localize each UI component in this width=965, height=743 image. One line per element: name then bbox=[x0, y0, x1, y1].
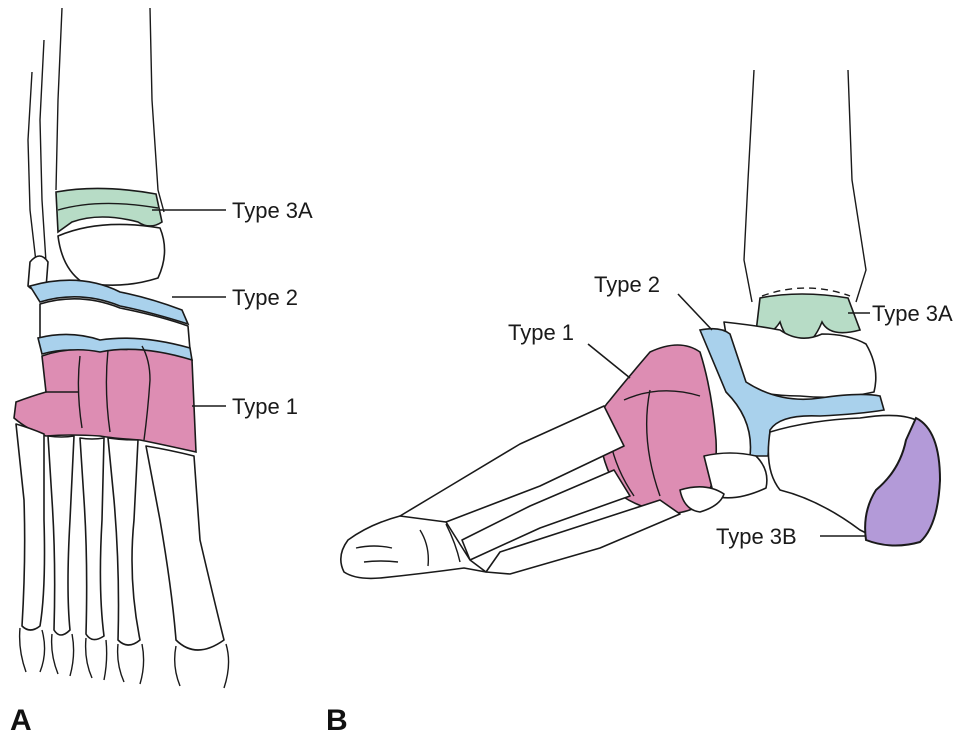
panel-letter-b: B bbox=[326, 706, 348, 736]
label-b-type-1: Type 1 bbox=[508, 322, 574, 344]
talus-a bbox=[58, 224, 165, 285]
label-a-type-3a: Type 3A bbox=[232, 200, 313, 222]
label-a-type-2: Type 2 bbox=[232, 287, 298, 309]
tibia-b bbox=[744, 70, 866, 302]
tibia bbox=[56, 8, 164, 212]
label-b-type-3b: Type 3B bbox=[716, 526, 797, 548]
metatarsal-1 bbox=[16, 424, 45, 630]
metatarsal-4 bbox=[108, 438, 140, 645]
label-b-type-2: Type 2 bbox=[594, 274, 660, 296]
leader-b-type2 bbox=[678, 294, 712, 330]
metatarsal-2 bbox=[48, 436, 74, 635]
label-a-type-1: Type 1 bbox=[232, 396, 298, 418]
panel-a-drawing bbox=[14, 8, 229, 688]
metatarsal-5 bbox=[146, 446, 224, 650]
label-b-type-3a: Type 3A bbox=[872, 303, 953, 325]
metatarsal-3 bbox=[80, 438, 104, 640]
panel-b-drawing bbox=[341, 70, 940, 578]
fibula bbox=[28, 40, 46, 262]
leader-b-type1 bbox=[588, 344, 630, 378]
panel-letter-a: A bbox=[10, 706, 32, 736]
metatarsals-b bbox=[396, 406, 624, 534]
